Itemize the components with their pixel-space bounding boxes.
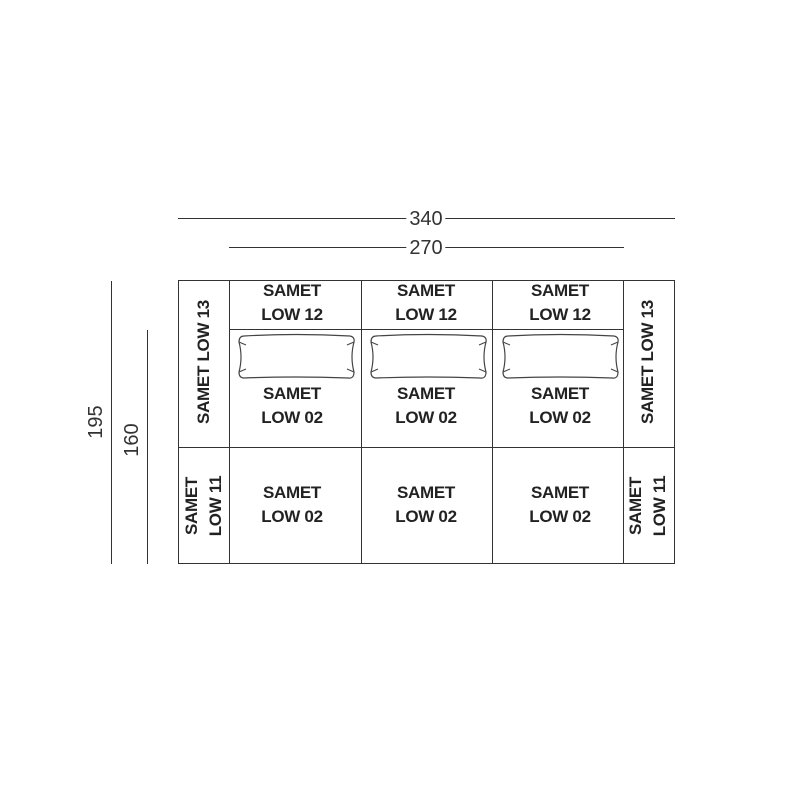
module-backrest-2-line2: LOW 12: [395, 305, 457, 324]
module-right-front-arm-label: SAMET LOW 11: [624, 476, 672, 537]
module-seat-back-2-line2: LOW 02: [395, 408, 457, 427]
module-backrest-3-line1: SAMET: [530, 281, 589, 300]
module-left-back-arm-label: SAMET LOW 13: [194, 300, 213, 424]
module-seat-back-1-line2: LOW 02: [261, 408, 323, 427]
module-left-front-arm-line1: SAMET: [182, 477, 201, 536]
module-seat-back-1-line1: SAMET: [262, 384, 321, 403]
module-seat-front-1: [229, 447, 362, 564]
module-seat-front-2-line2: LOW 02: [395, 507, 457, 526]
module-backrest-1-line1: SAMET: [262, 281, 321, 300]
cushion-3: [502, 333, 619, 379]
module-backrest-2-label: SAMET LOW 12: [395, 279, 457, 327]
module-seat-front-3-label: SAMET LOW 02: [529, 481, 591, 529]
overall-depth-line: [111, 281, 112, 564]
module-left-front-arm-label: SAMET LOW 11: [180, 476, 228, 537]
module-seat-back-3-line1: SAMET: [530, 384, 589, 403]
inner-depth-line: [147, 330, 148, 564]
module-seat-front-2-label: SAMET LOW 02: [395, 481, 457, 529]
module-backrest-1-label: SAMET LOW 12: [261, 279, 323, 327]
module-seat-front-3-line1: SAMET: [530, 483, 589, 502]
module-seat-front-2-line1: SAMET: [396, 483, 455, 502]
cushion-1: [238, 333, 355, 379]
module-backrest-1-line2: LOW 12: [261, 305, 323, 324]
module-backrest-2-line1: SAMET: [396, 281, 455, 300]
inner-width-label: 270: [406, 238, 446, 258]
module-right-front-arm-line1: SAMET: [626, 477, 645, 536]
module-seat-front-1-label: SAMET LOW 02: [261, 481, 323, 529]
module-seat-front-3: [492, 447, 624, 564]
module-backrest-3-label: SAMET LOW 12: [529, 279, 591, 327]
module-right-front-arm-line2: LOW 11: [650, 475, 669, 537]
module-left-front-arm-line2: LOW 11: [206, 475, 225, 537]
cushion-2: [370, 333, 487, 379]
module-right-back-arm-label: SAMET LOW 13: [638, 300, 657, 424]
inner-depth-label: 160: [121, 420, 143, 460]
module-seat-back-2-line1: SAMET: [396, 384, 455, 403]
module-seat-back-3-label: SAMET LOW 02: [529, 382, 591, 430]
overall-depth-label: 195: [85, 402, 107, 442]
module-seat-front-2: [361, 447, 493, 564]
module-seat-front-1-line2: LOW 02: [261, 507, 323, 526]
module-seat-back-1-label: SAMET LOW 02: [261, 382, 323, 430]
module-right-front-arm: [623, 447, 675, 564]
module-seat-back-2-label: SAMET LOW 02: [395, 382, 457, 430]
module-seat-back-3-line2: LOW 02: [529, 408, 591, 427]
overall-width-label: 340: [406, 209, 446, 229]
module-seat-front-3-line2: LOW 02: [529, 507, 591, 526]
module-backrest-3: [492, 280, 624, 330]
module-seat-front-1-line1: SAMET: [262, 483, 321, 502]
module-backrest-3-line2: LOW 12: [529, 305, 591, 324]
